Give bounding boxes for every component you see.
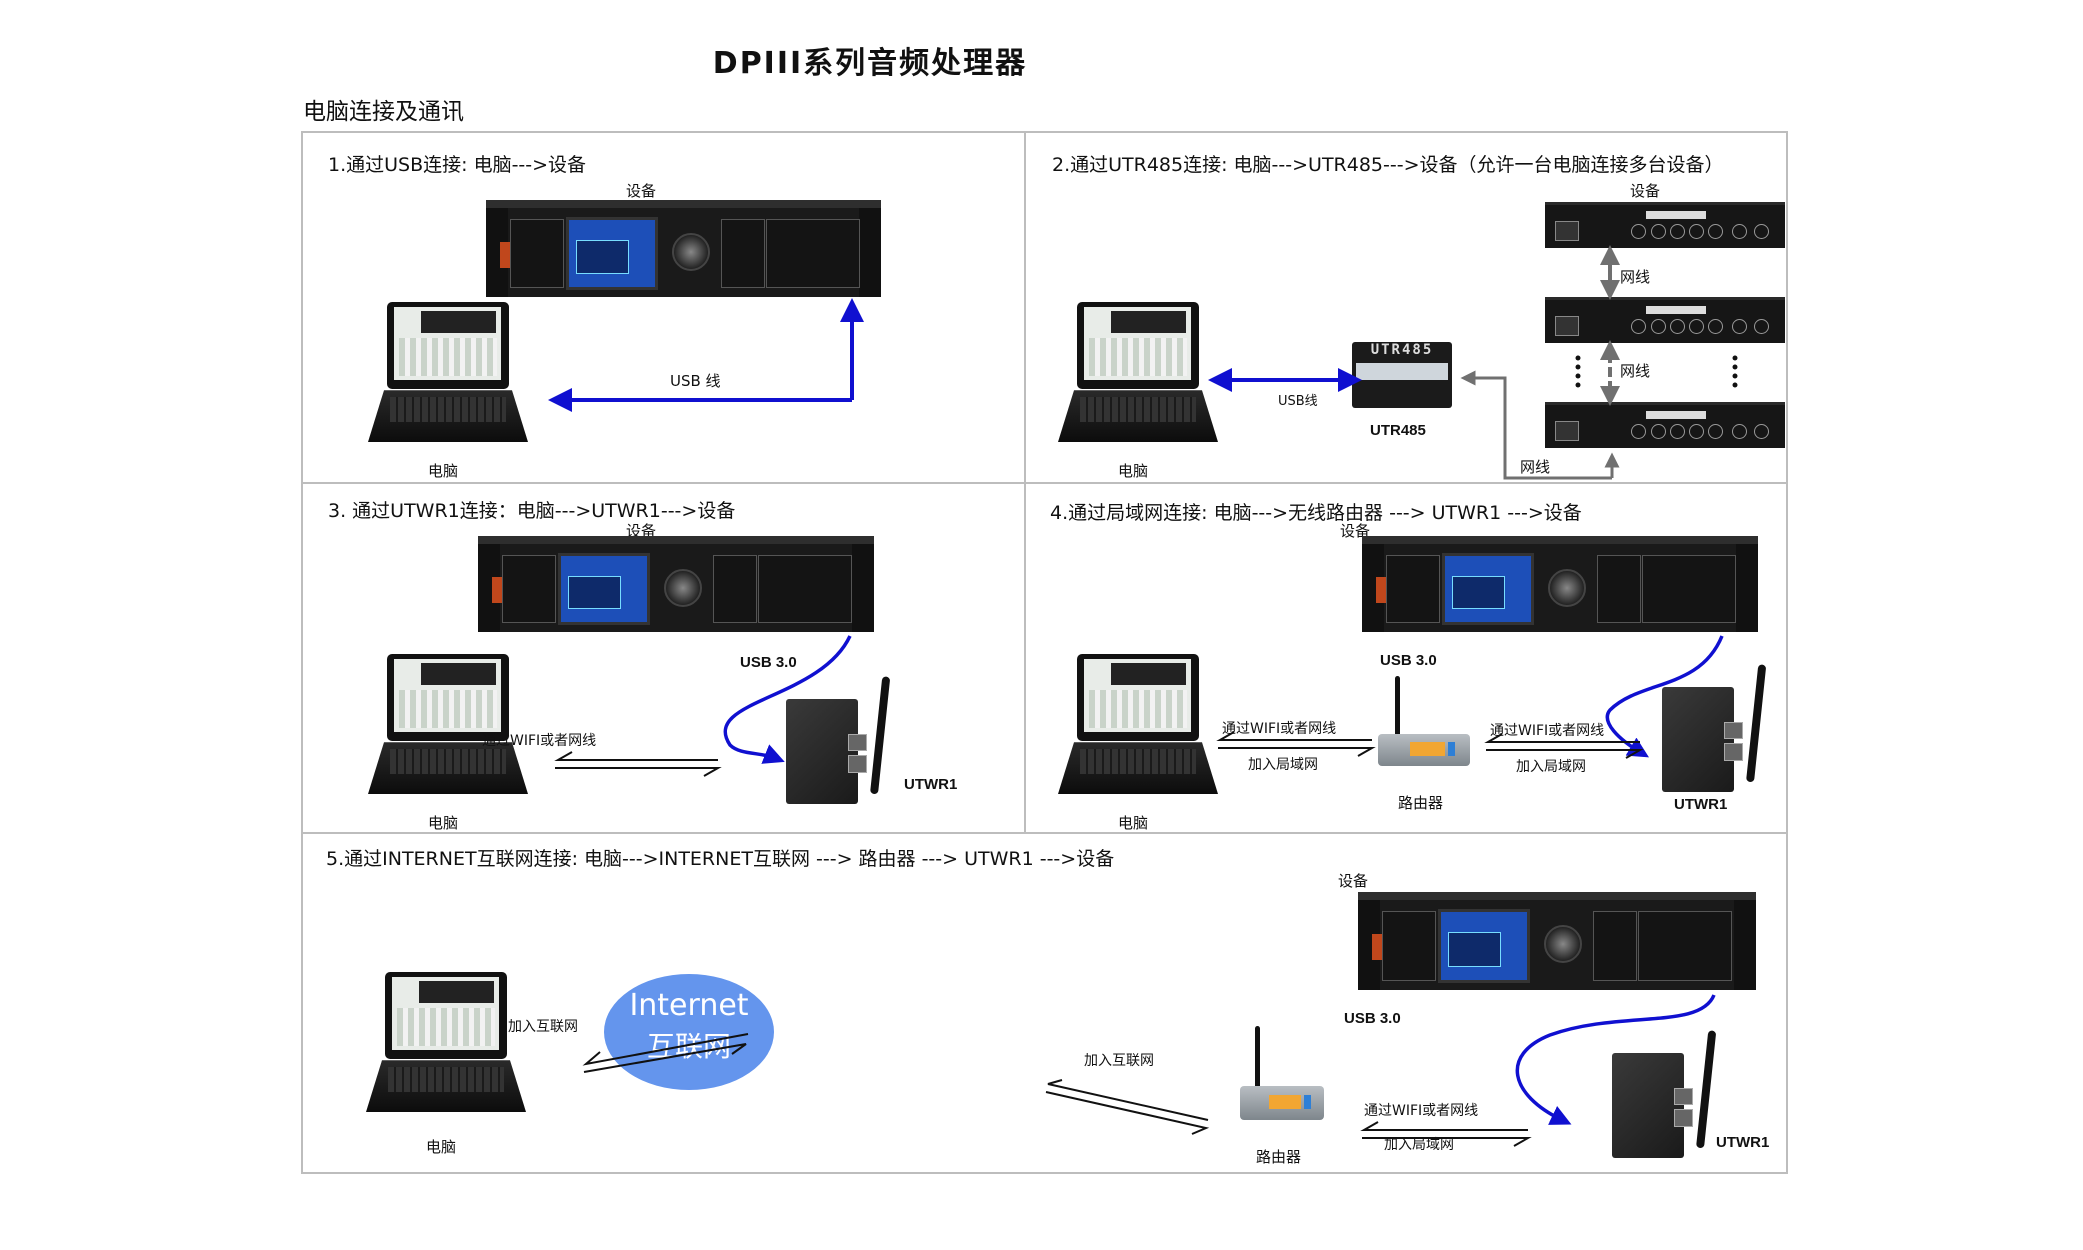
audio-processor-rear-3 xyxy=(1545,402,1785,448)
wireless-router xyxy=(1240,1026,1324,1130)
panel-title: 1.通过USB连接: 电脑--->设备 xyxy=(328,154,587,176)
device-label: 设备 xyxy=(626,182,657,200)
panel-divider-row1 xyxy=(301,482,1788,484)
utwr1-module xyxy=(1662,664,1767,792)
brand-logo-icon xyxy=(1372,934,1384,961)
utr485-label: UTR485 xyxy=(1370,422,1426,439)
laptop-pc xyxy=(368,654,528,794)
wifi-link-label: 通过WIFI或者网线 xyxy=(482,733,597,749)
audio-processor-front xyxy=(478,536,874,632)
audio-processor-front xyxy=(1362,536,1758,632)
lan-join-label-left: 加入局域网 xyxy=(1248,757,1318,773)
panel-title: 5.通过INTERNET互联网连接: 电脑--->INTERNET互联网 ---… xyxy=(326,848,1115,870)
antenna-icon xyxy=(1394,676,1400,754)
brand-logo-icon xyxy=(1376,577,1388,604)
wireless-router xyxy=(1378,676,1470,776)
utwr1-label: UTWR1 xyxy=(1716,1134,1770,1151)
network-cable-label: 网线 xyxy=(1620,268,1651,286)
audio-processor-rear-1 xyxy=(1545,202,1785,248)
usb-cable-label: USB线 xyxy=(1278,394,1318,409)
router-label: 路由器 xyxy=(1398,794,1444,812)
laptop-pc xyxy=(368,302,528,442)
pc-label: 电脑 xyxy=(428,462,459,480)
device-label: 设备 xyxy=(1630,182,1661,200)
laptop-pc xyxy=(366,972,526,1112)
page-title: DPIII系列音频处理器 xyxy=(712,46,1028,81)
wifi-link-label-right: 通过WIFI或者网线 xyxy=(1490,723,1605,739)
usb3-label: USB 3.0 xyxy=(1380,652,1437,669)
lan-join-label: 加入局域网 xyxy=(1384,1137,1454,1153)
utr485-face-label: UTR485 xyxy=(1370,342,1434,358)
lan-join-label-right: 加入局域网 xyxy=(1516,759,1586,775)
device-label: 设备 xyxy=(626,522,657,540)
brand-logo-icon xyxy=(500,241,512,268)
utwr1-module xyxy=(1612,1030,1717,1158)
page-subtitle: 电脑连接及通讯 xyxy=(303,99,464,125)
network-cable-label: 网线 xyxy=(1620,362,1651,380)
panel-divider-vertical xyxy=(1024,131,1026,832)
laptop-pc xyxy=(1058,654,1218,794)
panel-divider-row2 xyxy=(301,832,1788,834)
panel-title: 2.通过UTR485连接: 电脑--->UTR485--->设备（允许一台电脑连… xyxy=(1052,154,1724,176)
wifi-link-label-left: 通过WIFI或者网线 xyxy=(1222,721,1337,737)
utwr1-label: UTWR1 xyxy=(904,776,958,793)
audio-processor-rear-2 xyxy=(1545,297,1785,343)
pc-label: 电脑 xyxy=(1118,462,1149,480)
audio-processor-front xyxy=(486,200,881,297)
diagram-frame xyxy=(301,131,1788,1174)
utwr1-module xyxy=(786,676,891,804)
device-label: 设备 xyxy=(1340,522,1371,540)
utr485-converter: UTR485 xyxy=(1352,342,1452,408)
device-label: 设备 xyxy=(1338,872,1369,890)
network-cable-label: 网线 xyxy=(1520,458,1551,476)
cloud-label-cn: 互联网 xyxy=(646,1030,731,1063)
pc-label: 电脑 xyxy=(428,814,459,832)
usb3-label: USB 3.0 xyxy=(740,654,797,671)
usb3-label: USB 3.0 xyxy=(1344,1010,1401,1027)
internet-cloud: Internet 互联网 xyxy=(604,974,774,1090)
router-label: 路由器 xyxy=(1256,1148,1302,1166)
internet-join-label-right: 加入互联网 xyxy=(1084,1053,1154,1069)
audio-processor-front xyxy=(1358,892,1756,990)
pc-label: 电脑 xyxy=(1118,814,1149,832)
panel-title: 4.通过局域网连接: 电脑--->无线路由器 ---> UTWR1 --->设备 xyxy=(1050,502,1582,524)
utwr1-label: UTWR1 xyxy=(1674,796,1728,813)
antenna-icon xyxy=(1255,1026,1261,1108)
pc-label: 电脑 xyxy=(426,1138,457,1156)
usb-cable-label: USB 线 xyxy=(670,372,721,390)
wifi-link-label: 通过WIFI或者网线 xyxy=(1364,1103,1479,1119)
brand-logo-icon xyxy=(492,577,504,604)
panel-title: 3. 通过UTWR1连接：电脑--->UTWR1--->设备 xyxy=(328,500,736,522)
laptop-pc xyxy=(1058,302,1218,442)
internet-join-label-left: 加入互联网 xyxy=(508,1019,578,1035)
cloud-label-en: Internet xyxy=(629,988,749,1023)
